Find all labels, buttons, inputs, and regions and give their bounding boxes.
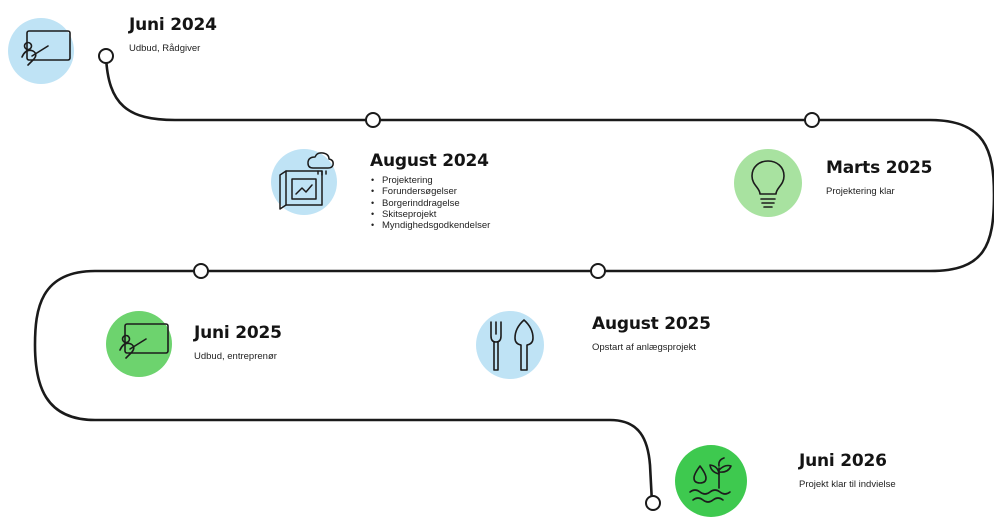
milestone-title: Marts 2025	[826, 158, 933, 178]
milestone-august-2025: August 2025 Opstart af anlægsprojekt	[592, 314, 711, 353]
timeline-node	[804, 112, 820, 128]
timeline-node-start	[98, 48, 114, 64]
list-item: Myndighedsgodkendelser	[370, 220, 490, 232]
list-item: Borgerinddragelse	[370, 198, 490, 210]
milestone-task-list: Projektering Forundersøgelser Borgerindd…	[370, 175, 490, 232]
plant-water-icon	[675, 445, 747, 517]
milestone-juni-2026: Juni 2026 Projekt klar til indvielse	[799, 451, 896, 490]
milestone-title: Juni 2024	[129, 15, 217, 35]
milestone-subtitle: Projektering klar	[826, 186, 895, 197]
presentation-board-icon	[8, 18, 74, 84]
milestone-marts-2025: Marts 2025 Projektering klar	[826, 158, 932, 197]
milestone-title: August 2025	[592, 314, 711, 334]
list-item: Projektering	[370, 175, 490, 187]
blueprint-cloud-icon	[271, 149, 337, 215]
timeline-node	[365, 112, 381, 128]
list-item: Forundersøgelser	[370, 186, 490, 198]
milestone-subtitle: Udbud, Rådgiver	[129, 43, 201, 54]
timeline-node	[193, 263, 209, 279]
milestone-subtitle: Opstart af anlægsprojekt	[592, 342, 697, 353]
milestone-subtitle: Udbud, entreprenør	[194, 351, 277, 362]
milestone-juni-2025: Juni 2025 Udbud, entreprenør	[194, 323, 282, 362]
timeline-node-end	[645, 495, 661, 511]
timeline-node	[590, 263, 606, 279]
milestone-title: Juni 2026	[799, 451, 887, 471]
milestone-title: Juni 2025	[194, 323, 282, 343]
milestone-subtitle: Projekt klar til indvielse	[799, 479, 896, 490]
milestone-august-2024: August 2024 Projektering Forundersøgelse…	[370, 151, 490, 232]
presentation-board-icon	[106, 311, 172, 377]
milestone-juni-2024: Juni 2024 Udbud, Rådgiver	[129, 15, 217, 54]
fork-trowel-icon	[476, 311, 544, 379]
timeline-path	[33, 55, 994, 504]
milestone-title: August 2024	[370, 151, 489, 171]
list-item: Skitseprojekt	[370, 209, 490, 221]
lightbulb-icon	[734, 149, 802, 217]
